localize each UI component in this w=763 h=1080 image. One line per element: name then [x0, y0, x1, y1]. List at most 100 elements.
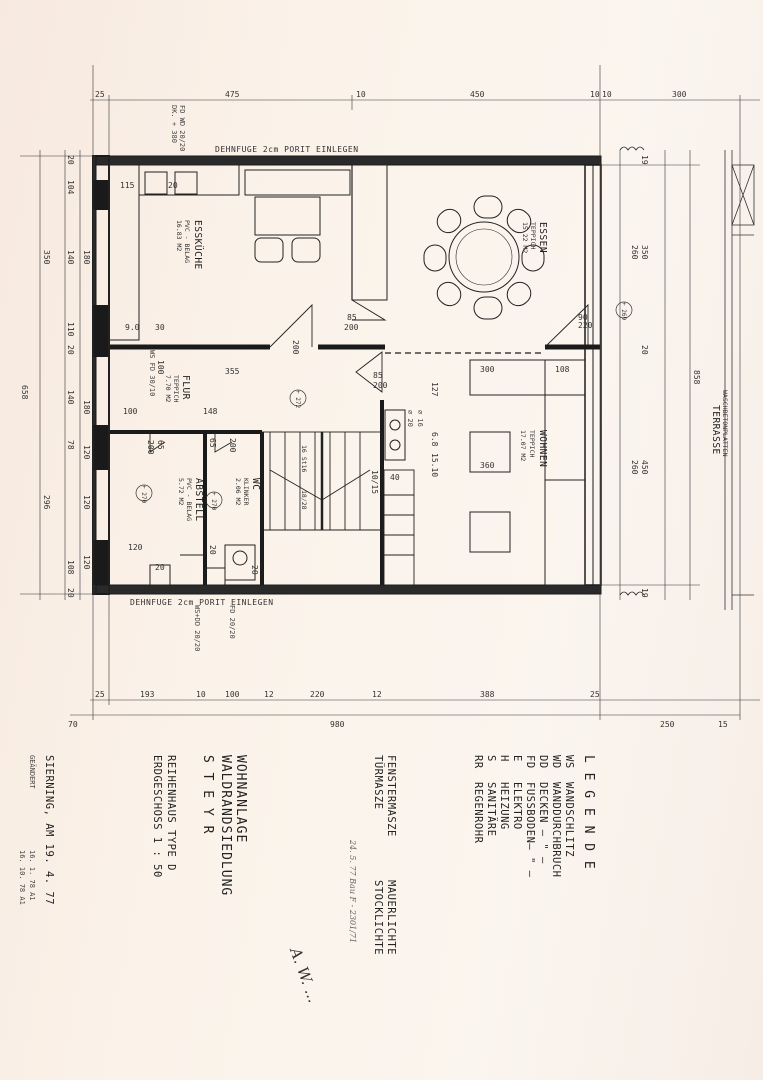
change-entry: 16. 10. 78 A1 — [18, 850, 26, 905]
dim-bottom: 193 — [140, 690, 155, 699]
dim-left-mid: 120 — [82, 495, 91, 510]
doors — [149, 299, 589, 556]
plan-notes: FD WD 20/20 DK. + 380 WS FD 30/10 FD 20/… — [148, 105, 424, 651]
dim-interior: 85 — [373, 371, 383, 380]
room-area: 16.83 M2 — [175, 220, 183, 251]
legend-text: WANDSCHLITZ — [563, 782, 575, 857]
dim-left-outer: 350 — [42, 250, 51, 265]
dim-interior: 30 — [155, 323, 165, 332]
legend-code: WD — [550, 755, 562, 769]
dim-interior: 360 — [480, 461, 495, 470]
dim-left-inner: 140 — [66, 390, 75, 405]
legend-code: WS — [563, 755, 575, 769]
dim-bottom: 25 — [590, 690, 600, 699]
dim-left-inner: 78 — [66, 440, 75, 450]
door-value: STOCKLICHTE — [372, 880, 384, 955]
dim-interior: 90 — [578, 313, 588, 322]
room-floor: TEPPICH — [529, 222, 537, 249]
window-label: FENSTERMASZE — [385, 755, 397, 837]
dim-bottom-total: 15 — [718, 720, 728, 729]
legend-text: REGENROHR — [472, 782, 484, 844]
dim-interior: 115 — [120, 181, 135, 190]
dim-bottom: 12 — [264, 690, 274, 699]
dim-interior: 200 — [291, 340, 300, 355]
dim-bottom: 220 — [310, 690, 325, 699]
changed-label: GEÄNDERT — [28, 755, 37, 790]
dim-bottom: 388 — [480, 690, 495, 699]
room-name: ABSTELL — [193, 478, 204, 522]
wc-fixtures — [149, 544, 256, 586]
room-floor: PVC - BELAG — [185, 478, 193, 521]
dim-interior: 20 — [208, 545, 217, 555]
shrubs — [619, 146, 645, 596]
dim-left-inner: 20 — [66, 588, 75, 598]
dims-bottom: 25 193 10 100 12 220 12 388 25 70 980 25… — [68, 690, 728, 729]
dims-interior: 115 20 9.0 30 85 200 355 85 200 100 148 … — [120, 181, 593, 575]
note-wsdd: WS+DD 20/20 — [193, 605, 201, 651]
title-line5: ERDGESCHOSS 1 : 50 — [151, 755, 163, 878]
note-dk380: DK. + 380 — [170, 105, 178, 143]
room-floor: TEPPICH — [528, 430, 536, 457]
room-floor: WASCHBETONPLATTEN — [721, 390, 729, 457]
room-area: 7.70 M2 — [164, 375, 172, 402]
dim-left-inner: 20 — [66, 155, 75, 165]
dim-top: 10 — [356, 90, 366, 99]
dim-interior: 15.10 — [430, 453, 439, 477]
dim-left-outer: 658 — [20, 385, 29, 400]
dim-interior: 20 — [155, 563, 165, 572]
dim-interior: 10/15 — [370, 470, 379, 494]
room-area: 15.22 M2 — [521, 222, 529, 253]
legend-code: FD — [524, 755, 536, 769]
dim-interior: 220 — [578, 321, 593, 330]
dim-interior: 85 — [347, 313, 357, 322]
dim-interior: 65 — [208, 438, 217, 448]
dim-right: 260 — [630, 460, 639, 475]
legend-text: DECKEN — " — — [537, 782, 549, 864]
dim-interior: 108 — [555, 365, 570, 374]
door-label: TÜRMASZE — [372, 755, 385, 810]
note-fd-2020: FD 20/20 — [228, 605, 236, 639]
dim-right-total: 858 — [692, 370, 701, 385]
level-essen: + 269 — [620, 302, 627, 320]
dim-interior: 200 — [228, 438, 237, 453]
dim-interior: 65 — [156, 440, 165, 450]
dim-top: 450 — [470, 90, 485, 99]
signature: A. W. ... — [286, 943, 323, 1005]
dim-bottom: 10 — [196, 690, 206, 699]
dim-left-inner: 108 — [66, 560, 75, 575]
dim-right: 19 — [640, 155, 649, 165]
place-date: SIERNING, AM 19. 4. 77 — [43, 755, 55, 905]
legend-code: RR — [472, 755, 484, 769]
legend-code: H — [498, 755, 510, 762]
legend-text: ELEKTRO — [511, 782, 523, 830]
dim-left-inner: 104 — [66, 180, 75, 195]
dim-interior: 6.8 — [430, 432, 439, 447]
dim-bottom-total: 70 — [68, 720, 78, 729]
dehnfuge-bottom: DEHNFUGE 2cm PORIT EINLEGEN — [130, 598, 274, 607]
dim-right: 20 — [640, 345, 649, 355]
terrace-outline — [724, 150, 755, 610]
dim-left-mid: 180 — [82, 400, 91, 415]
dim-interior: 9.0 — [125, 323, 140, 332]
kitchen-fixtures — [108, 164, 388, 341]
approval-note: 24. 5. 77 Bau F - 2301/71 — [348, 839, 357, 943]
note-pipe20: ⌀ 20 — [406, 410, 414, 427]
room-area: 2.06 M2 — [234, 478, 242, 505]
legend-code: E — [511, 755, 523, 762]
dim-left-outer: 296 — [42, 495, 51, 510]
legend-heading: L E G E N D E — [581, 755, 596, 870]
dim-top: 25 — [95, 90, 105, 99]
room-flur: FLUR TEPPICH 7.70 M2 — [164, 375, 191, 402]
room-wc: WC KLINKER 2.06 M2 — [234, 478, 261, 505]
dim-interior: 200 — [344, 323, 359, 332]
level-wc: + 270 — [210, 492, 217, 510]
window-value: MAUERLICHTE — [385, 880, 397, 955]
dim-interior: 20 — [250, 565, 259, 575]
dim-top: 475 — [225, 90, 240, 99]
dim-right: 350 — [640, 245, 649, 260]
room-floor: KLINKER — [242, 478, 250, 505]
dim-top: 10 — [590, 90, 600, 99]
dim-bottom: 12 — [372, 690, 382, 699]
title-line1: WOHNANLAGE — [233, 755, 248, 843]
